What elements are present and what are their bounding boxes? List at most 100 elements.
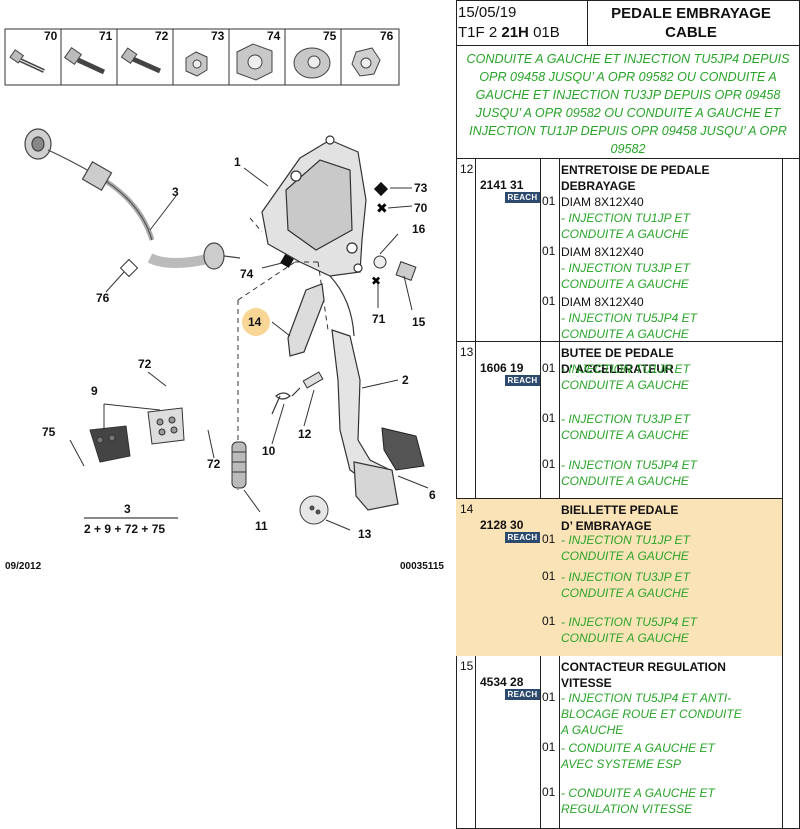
callout-15: 15 xyxy=(412,315,426,329)
nylon-nut-icon xyxy=(185,51,208,77)
fastener-label-75: 75 xyxy=(323,29,337,43)
variant-condition: CONDUITE A GAUCHE xyxy=(561,474,689,488)
pedal-link xyxy=(287,283,325,357)
formula: 2 + 9 + 72 + 75 xyxy=(84,522,165,536)
quantity: 01 xyxy=(542,294,556,308)
callout-13: 13 xyxy=(358,527,372,541)
callout-1: 1 xyxy=(234,155,241,169)
cross-marker: ✖ xyxy=(371,274,381,288)
callout-72: 72 xyxy=(138,357,152,371)
variant-description: - CONDUITE A GAUCHE ET REGULATION VITESSE xyxy=(561,785,781,817)
hex-nut-icon xyxy=(236,43,273,81)
variant-description: DIAM 8X12X40 - INJECTION TU5JP4 ET CONDUIT… xyxy=(561,294,781,342)
variant-spec: DIAM 8X12X40 xyxy=(561,195,644,209)
square-marker xyxy=(280,254,294,268)
callout-10: 10 xyxy=(262,444,276,458)
variant-spec: DIAM 8X12X40 xyxy=(561,245,644,259)
callout-14: 14 xyxy=(248,315,262,329)
quantity: 01 xyxy=(542,244,556,258)
image-ref: 00035115 xyxy=(400,561,444,572)
parts-panel: 15/05/19 T1F 2 21H 01B PEDALE EMBRAYAGE … xyxy=(456,0,800,829)
callout-70: 70 xyxy=(414,201,428,215)
diagram-date: 09/2012 xyxy=(5,561,42,572)
callout-16: 16 xyxy=(412,222,426,236)
fastener-label-71: 71 xyxy=(99,29,113,43)
callout-75: 75 xyxy=(42,425,56,439)
quantity: 01 xyxy=(542,411,556,425)
pedal-stop xyxy=(299,495,329,525)
highlight-badge xyxy=(242,308,270,336)
variant-description: - INJECTION TU5JP4 ET CONDUITE A GAUCHE xyxy=(561,614,781,646)
exploded-diagram: 70 71 72 73 74 75 76 xyxy=(4,28,444,572)
variant-condition: - CONDUITE A GAUCHE ET xyxy=(561,741,715,755)
row-number: 14 xyxy=(460,502,474,516)
variant-condition: CONDUITE A GAUCHE xyxy=(561,549,689,563)
flange-nut-icon xyxy=(293,47,331,79)
screw-icon xyxy=(9,49,45,73)
part-reference[interactable]: 4534 28 xyxy=(480,675,524,689)
fastener-label-74: 74 xyxy=(267,29,281,43)
variant-spec: DIAM 8X12X40 xyxy=(561,295,644,309)
callout-74: 74 xyxy=(240,267,254,281)
quantity: 01 xyxy=(542,614,556,628)
variant-condition: - INJECTION TU5JP4 ET xyxy=(561,458,698,472)
variant-condition: A GAUCHE xyxy=(561,723,624,737)
quantity: 01 xyxy=(542,785,556,799)
variant-condition: - INJECTION TU3JP ET xyxy=(561,412,690,426)
quantity: 01 xyxy=(542,569,556,583)
variant-condition: BLOCAGE ROUE ET CONDUITE xyxy=(561,707,742,721)
quantity: 01 xyxy=(542,361,556,375)
variant-condition: - INJECTION TU3JP ET xyxy=(561,261,690,275)
quantity: 01 xyxy=(542,532,556,546)
variant-condition: CONDUITE A GAUCHE xyxy=(561,277,689,291)
flange-bolt-icon xyxy=(63,46,106,75)
variant-condition: CONDUITE A GAUCHE xyxy=(561,327,689,341)
selected-row-highlight xyxy=(456,499,782,656)
part-reference[interactable]: 2128 30 xyxy=(480,518,524,532)
header-date: 15/05/19 xyxy=(458,4,517,21)
callout-3: 3 xyxy=(124,502,131,516)
part-title: BIELLETTE PEDALE D’ EMBRAYAGE xyxy=(561,503,679,533)
variant-condition: - INJECTION TU1JP ET xyxy=(561,362,690,376)
callout-9: 9 xyxy=(91,384,98,398)
variant-condition: - INJECTION TU5JP4 ET xyxy=(561,311,698,325)
callout-71: 71 xyxy=(372,312,386,326)
variant-condition: REGULATION VITESSE xyxy=(561,802,693,816)
reach-badge: REACH xyxy=(505,192,540,203)
pedal-pads-kit xyxy=(89,407,185,463)
pedal-box-bracket xyxy=(261,135,367,277)
quantity: 01 xyxy=(542,457,556,471)
part-title: BUTEE DE PEDALE D’ ACCELERATEUR xyxy=(561,346,674,376)
diamond-marker xyxy=(373,181,389,197)
header-code: T1F 2 21H 01B xyxy=(458,24,560,41)
variant-condition: - INJECTION TU1JP ET xyxy=(561,533,690,547)
variant-description: DIAM 8X12X40 - INJECTION TU1JP ET CONDUITE… xyxy=(561,194,781,242)
variant-condition: - INJECTION TU5JP4 ET xyxy=(561,615,698,629)
reach-badge: REACH xyxy=(505,689,540,700)
fastener-label-70: 70 xyxy=(44,29,58,43)
variant-description: - INJECTION TU5JP4 ET ANTI- BLOCAGE ROUE … xyxy=(561,690,781,738)
callout-6: 6 xyxy=(429,488,436,502)
part-title: CONTACTEUR REGULATION VITESSE xyxy=(561,660,726,690)
clutch-pedal-arm xyxy=(329,275,399,511)
condition-text: CONDUITE A GAUCHE ET INJECTION TU5JP4 DE… xyxy=(466,52,790,156)
callout-72b: 72 xyxy=(207,457,221,471)
callout-5: 3 xyxy=(172,185,179,199)
variant-condition: CONDUITE A GAUCHE xyxy=(561,227,689,241)
fastener-strip xyxy=(4,28,400,86)
variant-condition: CONDUITE A GAUCHE xyxy=(561,631,689,645)
row-number: 13 xyxy=(460,345,474,359)
speed-switch xyxy=(373,255,417,281)
part-reference[interactable]: 1606 19 xyxy=(480,361,524,375)
variant-condition: - INJECTION TU1JP ET xyxy=(561,211,690,225)
page-title: PEDALE EMBRAYAGE CABLE xyxy=(611,5,771,41)
quantity: 01 xyxy=(542,690,556,704)
spacer xyxy=(302,371,324,389)
variant-condition: - INJECTION TU5JP4 ET ANTI- xyxy=(561,691,732,705)
part-title: ENTRETOISE DE PEDALE DEBRAYAGE xyxy=(561,163,710,193)
variant-condition: - CONDUITE A GAUCHE ET xyxy=(561,786,715,800)
part-reference[interactable]: 2141 31 xyxy=(480,178,524,192)
